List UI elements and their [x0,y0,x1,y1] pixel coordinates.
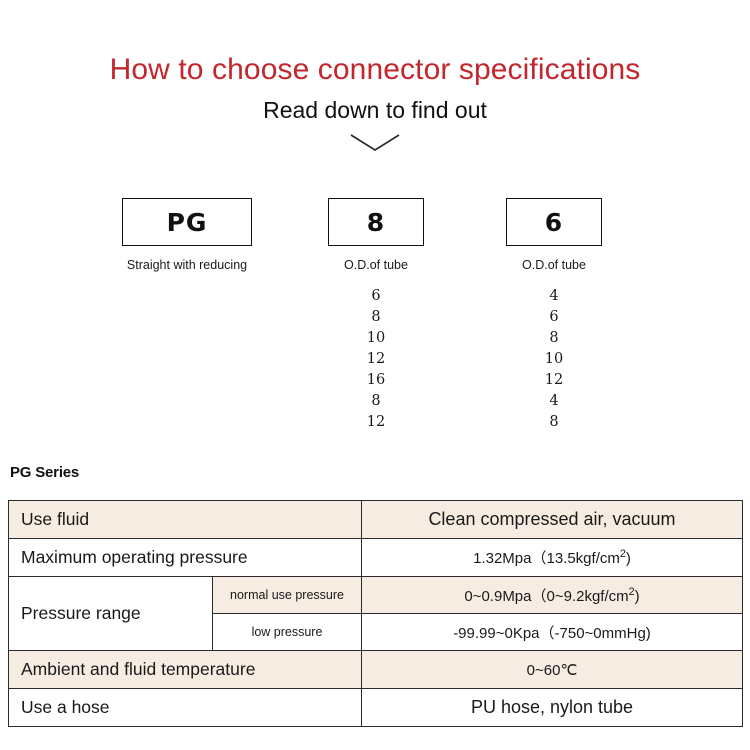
option-item[interactable]: 12 [366,351,386,367]
code-box-series[interactable]: PG [122,198,252,246]
table-row: Ambient and fluid temperature 0~60℃ [8,650,743,689]
spec-series-label: PG Series [10,464,80,481]
spec-value-normal-main: 0~0.9Mpa（0~9.2kgf/cm [464,587,629,605]
spec-label-temperature: Ambient and fluid temperature [8,650,362,689]
code-caption-series: Straight with reducing [126,258,248,272]
spec-value-max-pressure-sup: 2 [619,548,626,560]
option-item[interactable]: 12 [366,414,386,430]
spec-value-low-pressure: -99.99~0Kpa（-750~0mmHg) [361,613,743,651]
code-group-series: PG Straight with reducing [122,198,252,273]
code-box-od-2[interactable]: 6 [506,198,602,246]
option-item[interactable]: 10 [366,330,386,346]
chevron-down-icon [350,134,400,152]
option-item[interactable]: 16 [366,372,386,388]
option-item[interactable]: 4 [549,288,559,304]
spec-value-use-hose: PU hose, nylon tube [361,688,743,727]
option-item[interactable]: 10 [544,351,564,367]
code-box-od-1[interactable]: 8 [328,198,424,246]
spec-value-low-main: -99.99~0Kpa（-750~0mmHg) [453,624,651,642]
spec-value-use-fluid: Clean compressed air, vacuum [361,500,743,539]
option-item[interactable]: 6 [371,288,381,304]
option-item[interactable]: 6 [549,309,559,325]
table-row: Use fluid Clean compressed air, vacuum [8,500,743,539]
spec-value-temperature: 0~60℃ [361,650,743,689]
spec-label-use-hose: Use a hose [8,688,362,727]
option-item[interactable]: 8 [549,330,559,346]
code-group-od-2: 6 O.D.of tube [506,198,602,273]
option-item[interactable]: 8 [371,393,381,409]
chevron-down-icon-wrap [0,132,750,158]
spec-value-max-pressure: 1.32Mpa（13.5kgf/cm2) [361,538,743,577]
spec-sublabel-normal-use-pressure: normal use pressure [212,576,362,614]
option-columns: 6 8 10 12 16 8 12 4 6 8 10 12 4 8 [0,286,750,436]
page-subtitle: Read down to find out [263,97,487,123]
spec-label-max-pressure: Maximum operating pressure [8,538,362,577]
code-group-od-1: 8 O.D.of tube [328,198,424,273]
table-row: Use a hose PU hose, nylon tube [8,688,743,727]
spec-value-normal-tail: ) [634,587,640,605]
code-caption-od-1: O.D.of tube [344,258,408,272]
option-column-od-1: 6 8 10 12 16 8 12 [328,286,424,433]
part-code-selector: PG Straight with reducing 8 O.D.of tube … [0,198,750,278]
spec-label-pressure-range: Pressure range [8,576,213,651]
option-item[interactable]: 8 [371,309,381,325]
page-title: How to choose connector specifications [109,53,641,86]
spec-value-normal-use-pressure: 0~0.9Mpa（0~9.2kgf/cm2) [361,576,743,614]
spec-value-normal-sup: 2 [628,585,635,598]
option-item[interactable]: 4 [549,393,559,409]
page-header: How to choose connector specifications R… [0,0,750,158]
spec-sublabel-low-pressure: low pressure [212,613,362,651]
option-item[interactable]: 8 [549,414,559,430]
option-item[interactable]: 12 [544,372,564,388]
spec-value-max-pressure-main: 1.32Mpa（13.5kgf/cm [473,550,620,567]
option-column-od-2: 4 6 8 10 12 4 8 [506,286,602,433]
spec-value-max-pressure-tail: ) [625,550,631,567]
spec-table: Use fluid Clean compressed air, vacuum M… [8,500,743,727]
code-caption-od-2: O.D.of tube [522,258,586,272]
table-row: Maximum operating pressure 1.32Mpa（13.5k… [8,538,743,577]
table-row: Pressure range normal use pressure 0~0.9… [8,576,743,651]
spec-label-use-fluid: Use fluid [8,500,362,539]
